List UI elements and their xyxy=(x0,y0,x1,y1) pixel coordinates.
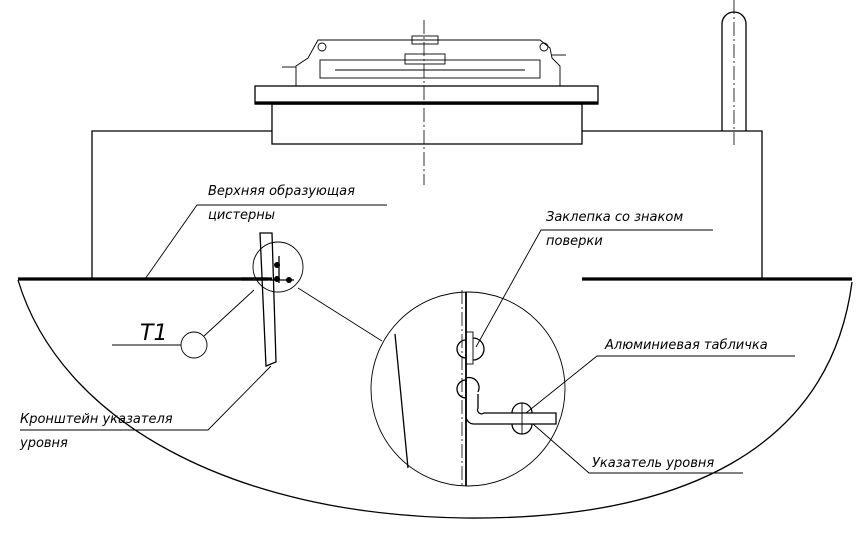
detail-rivet-1-shank xyxy=(465,331,474,365)
detail-shell-line xyxy=(394,333,409,469)
detail-rivet-1-head xyxy=(456,339,467,359)
detail-rivet-1-tail xyxy=(472,337,485,361)
level-indicator-leader xyxy=(532,423,743,474)
bracket-leader xyxy=(20,365,272,431)
label-level-indicator: Указатель уровня xyxy=(592,456,714,471)
label-t1: T1 xyxy=(140,321,167,346)
hatch-cap xyxy=(411,35,439,45)
label-bracket-2: уровня xyxy=(19,436,68,451)
bracket-rivet-top xyxy=(274,262,280,268)
aluminum-plate-leader xyxy=(525,355,795,414)
hatch-pin-left xyxy=(317,42,327,52)
dome-left-wall xyxy=(91,130,272,279)
hatch-inner-plate xyxy=(319,59,541,79)
detail-view-circle xyxy=(370,291,566,487)
detail-rivet-2-tail xyxy=(465,376,480,393)
hatch-cover-outline xyxy=(295,39,561,86)
t1-marker xyxy=(112,289,255,359)
bracket-rivet-bottom xyxy=(274,276,280,282)
bracket-indicator-dot xyxy=(286,277,292,283)
detail-l-bracket xyxy=(465,380,557,425)
label-aluminum-plate: Алюминиевая табличка xyxy=(604,338,768,353)
detail-view xyxy=(370,290,566,488)
leader-lines xyxy=(20,204,795,474)
hatch-pin-right xyxy=(539,42,549,52)
dome-right-wall xyxy=(582,130,763,279)
rivet-leader xyxy=(475,229,713,348)
dome-casing xyxy=(91,130,763,279)
hatch-assembly xyxy=(254,35,599,145)
tank-shell xyxy=(17,277,853,519)
detail-callout-circle xyxy=(252,241,304,293)
bracket-plate xyxy=(259,232,277,367)
tank-bottom-curve xyxy=(17,279,853,519)
labels: Верхняя образующая цистерны Заклепка со … xyxy=(19,184,768,471)
t1-circle xyxy=(180,331,208,359)
top-generatrix-leader xyxy=(144,204,387,280)
detail-leader xyxy=(297,287,383,342)
t1-leader xyxy=(203,289,255,337)
label-bracket-1: Кронштейн указателя xyxy=(20,412,173,427)
label-top-generatrix-2: цистерны xyxy=(208,208,275,223)
vent-pipe xyxy=(721,0,747,145)
hatch-neck xyxy=(271,103,583,145)
label-rivet-1: Заклепка со знаком xyxy=(546,210,683,225)
label-top-generatrix-1: Верхняя образующая xyxy=(208,184,355,199)
hatch-boss xyxy=(404,53,446,65)
level-bracket xyxy=(241,232,304,367)
hatch-flange xyxy=(254,85,599,105)
detail-rivet-2-head xyxy=(456,379,467,399)
label-rivet-2: поверки xyxy=(546,234,603,249)
